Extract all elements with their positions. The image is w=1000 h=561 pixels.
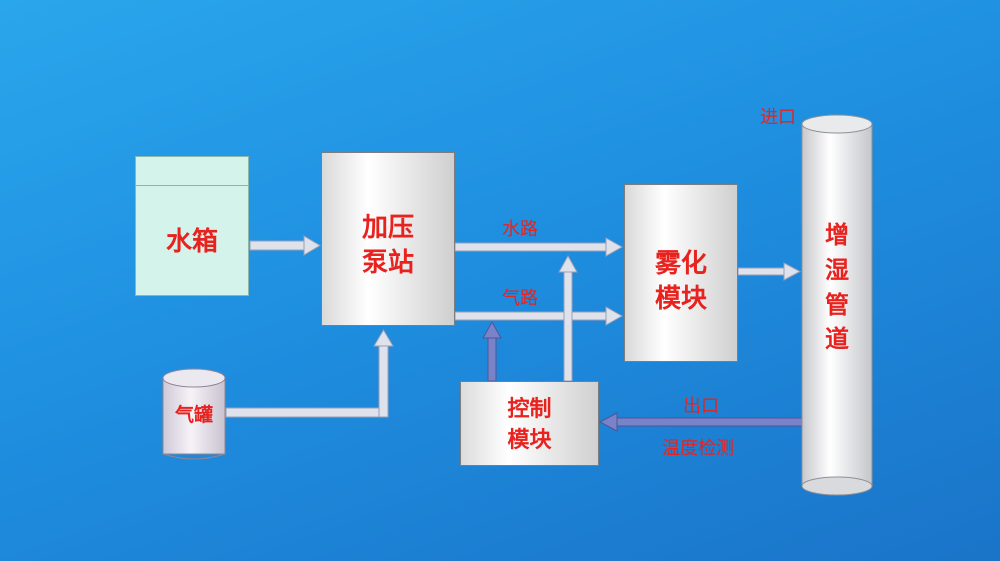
gas-tank-label: 气罐 bbox=[174, 404, 213, 426]
arrow-control-to-gas-path bbox=[482, 320, 502, 382]
control-label-1: 控制 bbox=[507, 397, 552, 422]
arrow-atomizer-to-pipe bbox=[737, 262, 802, 281]
control-node bbox=[460, 381, 599, 466]
arrow-water-tank-to-pump bbox=[249, 235, 321, 256]
arrow-water-path bbox=[454, 237, 624, 257]
atomizer-label-2: 模块 bbox=[654, 284, 707, 314]
water-tank-node bbox=[135, 156, 249, 296]
atomizer-label-1: 雾化 bbox=[654, 249, 707, 279]
temp-detect-label: 温度检测 bbox=[662, 438, 734, 459]
humid-pipe-label: 增湿管道 bbox=[825, 221, 849, 354]
arrow-gas-path bbox=[454, 306, 624, 326]
water-tank-lid bbox=[136, 185, 248, 186]
water-path-label: 水路 bbox=[502, 219, 538, 240]
pump-station-node bbox=[321, 152, 455, 326]
outlet-label: 出口 bbox=[683, 396, 719, 417]
control-label-2: 模块 bbox=[507, 428, 552, 453]
gas-tank-shape bbox=[162, 368, 226, 460]
water-tank-label: 水箱 bbox=[165, 227, 218, 257]
pump-station-label-1: 加压 bbox=[361, 213, 414, 243]
humid-pipe-shape bbox=[801, 114, 873, 496]
atomizer-node bbox=[624, 184, 738, 362]
arrow-gas-tank-to-pump bbox=[225, 329, 394, 418]
inlet-label: 进口 bbox=[760, 107, 796, 128]
gas-path-label: 气路 bbox=[502, 288, 538, 309]
pump-station-label-2: 泵站 bbox=[361, 248, 414, 278]
